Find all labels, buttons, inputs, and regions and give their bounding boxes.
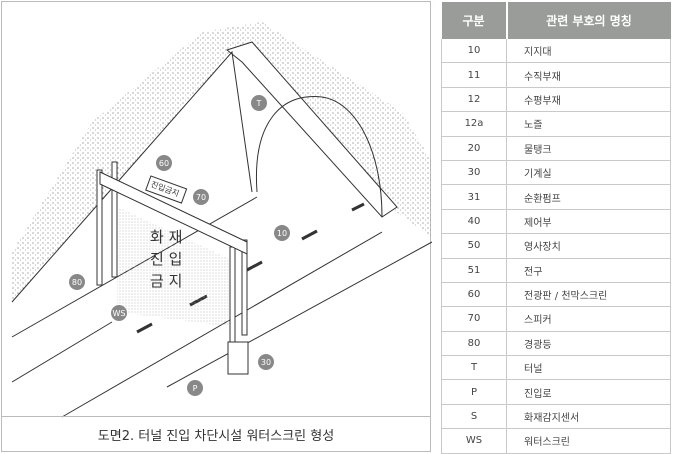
screen-line-1: 화 재 (150, 228, 182, 246)
row-code: 12a (441, 111, 507, 137)
row-code: 10 (441, 39, 507, 64)
row-name: 제어부 (506, 209, 671, 235)
water-screen (117, 207, 232, 327)
row-name: 전광판 / 천막스크린 (506, 282, 671, 308)
row-name: 전구 (506, 258, 671, 283)
row-code: 70 (441, 306, 507, 332)
svg-text:T: T (256, 99, 262, 108)
gantry-support (96, 161, 249, 375)
tunnel-drawing: 진입금지 화 재 진 입 금 지 T 60 70 10 80 WS 30 P (11, 22, 432, 418)
tunnel-wall-left (11, 50, 253, 303)
svg-text:80: 80 (72, 278, 82, 287)
row-name: 수직부재 (506, 62, 671, 88)
row-name: 수평부재 (506, 87, 671, 113)
svg-text:60: 60 (159, 159, 169, 168)
tunnel-diagram: 진입금지 화 재 진 입 금 지 T 60 70 10 80 WS 30 P 도… (1, 1, 432, 452)
header-code: 구분 (441, 2, 508, 39)
row-code: 30 (441, 160, 507, 186)
row-code: T (441, 355, 507, 381)
row-name: 물탱크 (506, 136, 671, 161)
row-name: 화재감지센서 (506, 404, 671, 430)
rock-mass (12, 22, 432, 332)
row-code: 11 (441, 62, 507, 88)
row-code: 51 (441, 258, 507, 283)
svg-text:70: 70 (196, 193, 206, 202)
row-code: P (441, 379, 507, 405)
row-code: 40 (441, 209, 507, 235)
row-name: 터널 (506, 355, 671, 381)
svg-text:P: P (193, 384, 198, 393)
screen-line-2: 진 입 (150, 250, 182, 268)
callouts: T 60 70 10 80 WS 30 P (69, 95, 290, 396)
row-name: 스피커 (506, 306, 671, 332)
row-name: 순환펌프 (506, 184, 671, 210)
row-name: 경광등 (506, 331, 671, 357)
screen-line-3: 금 지 (150, 272, 182, 290)
figure-caption: 도면2. 터널 진입 차단시설 워터스크린 형성 (2, 416, 430, 451)
row-code: 31 (441, 184, 507, 210)
row-name: 영사장치 (506, 233, 671, 259)
tunnel-arch (255, 95, 383, 218)
row-name: 기계실 (506, 160, 671, 186)
row-name: 워터스크린 (506, 428, 671, 454)
row-code: 50 (441, 233, 507, 259)
row-code: 80 (441, 331, 507, 357)
svg-text:10: 10 (277, 229, 287, 238)
header-name: 관련 부호의 명칭 (506, 2, 671, 39)
row-code: 12 (441, 87, 507, 113)
row-name: 노즐 (506, 111, 671, 137)
row-name: 진입로 (506, 379, 671, 405)
row-code: WS (441, 428, 507, 454)
svg-text:WS: WS (113, 309, 126, 318)
row-code: 60 (441, 282, 507, 308)
portal-wall (225, 41, 398, 218)
row-name: 지지대 (506, 39, 671, 64)
svg-text:30: 30 (261, 358, 271, 367)
row-code: 20 (441, 136, 507, 161)
sign-board (145, 175, 188, 204)
row-code: S (441, 404, 507, 430)
